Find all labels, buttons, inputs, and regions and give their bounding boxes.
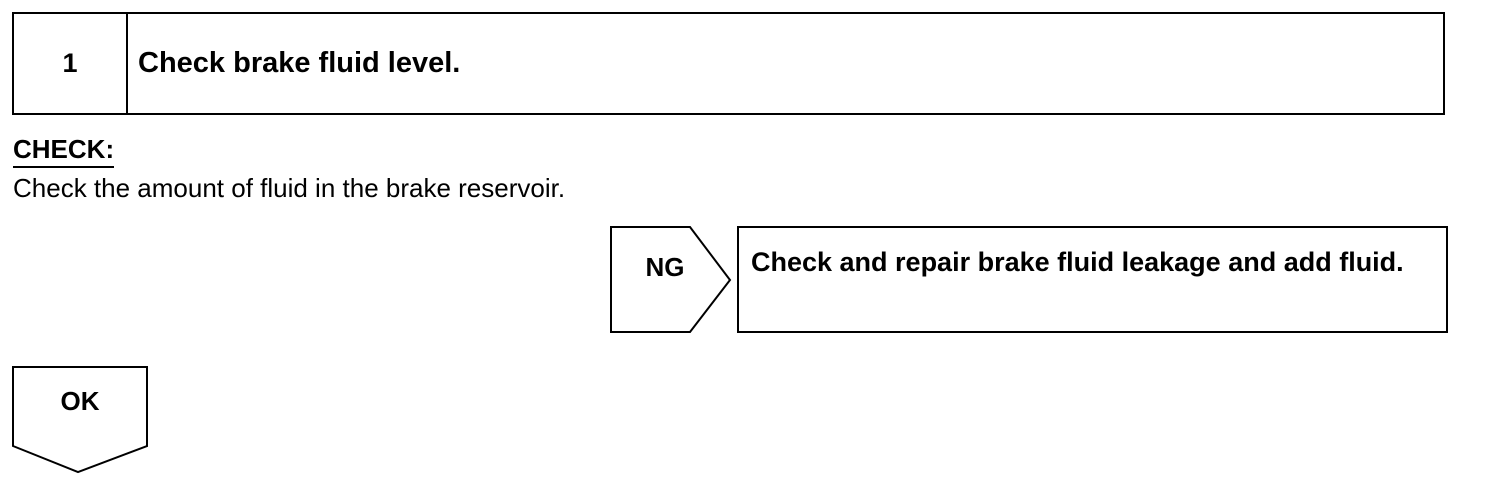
check-heading: CHECK: xyxy=(13,134,115,168)
ok-branch-tag: OK xyxy=(12,366,152,476)
ok-label: OK xyxy=(60,386,100,416)
ng-branch-tag: NG xyxy=(610,226,734,334)
step-title: Check brake fluid level. xyxy=(138,47,461,79)
ng-result-box: Check and repair brake fluid leakage and… xyxy=(737,226,1448,333)
step-header: 1 Check brake fluid level. xyxy=(12,12,1445,115)
ok-arrow-shape xyxy=(12,366,148,474)
check-instruction: Check the amount of fluid in the brake r… xyxy=(13,173,566,203)
ng-arrow-shape xyxy=(610,226,732,333)
step-number: 1 xyxy=(14,14,128,113)
ng-label: NG xyxy=(645,251,685,282)
